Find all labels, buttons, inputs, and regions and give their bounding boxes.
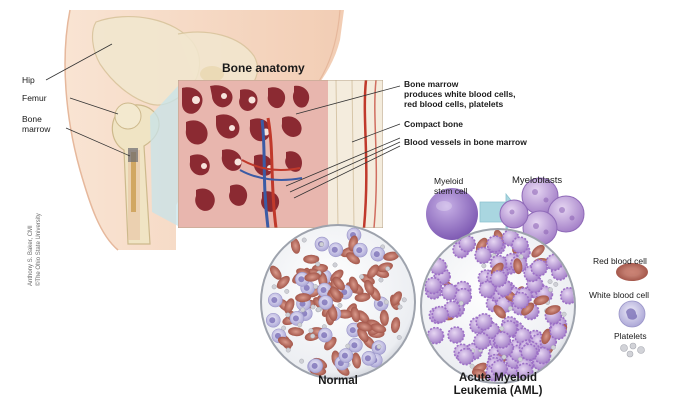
platelet (548, 279, 552, 283)
label-myeloid-stem-1: Myeloid (434, 176, 463, 186)
white-blood-cell-nucleus (320, 287, 326, 293)
label-aml-2: Leukemia (AML) (448, 385, 548, 398)
white-blood-cell-nucleus (351, 342, 357, 348)
label-bone-marrow-1: Bone (22, 114, 42, 124)
myeloblast (494, 332, 510, 348)
platelet (338, 303, 342, 307)
myeloblast (432, 307, 448, 323)
platelet (379, 278, 383, 282)
myeloblast (512, 237, 528, 253)
platelet (281, 326, 285, 330)
white-blood-cell-nucleus (312, 363, 318, 369)
myeloblast (491, 271, 507, 287)
white-blood-cell-nucleus (356, 247, 362, 253)
white-blood-cell-nucleus (342, 353, 348, 359)
platelet (459, 301, 463, 305)
label-femur: Femur (22, 93, 47, 103)
myeloblast (474, 333, 490, 349)
platelet (316, 307, 320, 311)
platelet (310, 334, 314, 338)
platelet (316, 262, 320, 266)
label-marrow-produces-1: Bone marrow (404, 79, 458, 89)
platelet (319, 242, 323, 246)
platelet (313, 284, 317, 288)
bone-anatomy-title: Bone anatomy (222, 63, 305, 73)
platelet (500, 326, 504, 330)
label-blood-vessels: Blood vessels in bone marrow (404, 137, 527, 147)
aml-blood-dish (420, 228, 577, 384)
platelet (301, 308, 305, 312)
platelet (519, 255, 523, 259)
myeloblast (458, 349, 474, 365)
label-aml-1: Acute Myeloid (448, 372, 548, 385)
myeloblast (425, 278, 441, 294)
platelet (551, 345, 555, 349)
platelet (518, 357, 522, 361)
platelet (272, 285, 276, 289)
platelet (302, 238, 306, 242)
label-compact-bone: Compact bone (404, 119, 463, 129)
platelet (554, 282, 558, 286)
label-normal: Normal (308, 375, 368, 388)
platelet (384, 300, 388, 304)
platelet (377, 344, 381, 348)
platelet (508, 306, 512, 310)
platelet (285, 289, 289, 293)
myeloblast (550, 323, 566, 339)
white-blood-cell-nucleus (322, 299, 328, 305)
myeloblast (448, 327, 464, 343)
myeloblast (521, 344, 537, 360)
bone-anatomy-panel (178, 80, 383, 228)
platelet (299, 359, 303, 363)
platelet (386, 266, 390, 270)
white-blood-cell-nucleus (365, 355, 371, 361)
myeloblast (546, 254, 562, 270)
label-white-blood-cell: White blood cell (589, 290, 649, 300)
myeloblast (487, 236, 503, 252)
myeloblast (531, 260, 547, 276)
label-myeloblasts: Myeloblasts (512, 176, 562, 186)
platelet (286, 313, 290, 317)
label-marrow-produces-2: produces white blood cells, (404, 89, 515, 99)
myeloblast (513, 293, 529, 309)
label-red-blood-cell: Red blood cell (593, 256, 647, 266)
legend-platelets (621, 343, 645, 357)
normal-blood-dish (260, 224, 416, 380)
white-blood-cell-nucleus (293, 315, 299, 321)
platelet (482, 264, 486, 268)
platelet (309, 328, 313, 332)
platelet (397, 335, 401, 339)
platelet (502, 355, 506, 359)
myeloblast (442, 284, 458, 300)
platelet (398, 305, 402, 309)
white-blood-cell-nucleus (269, 317, 275, 323)
label-bone-marrow-2: marrow (22, 124, 50, 134)
white-blood-cell-nucleus (271, 297, 277, 303)
platelet (562, 312, 566, 316)
platelet (346, 344, 350, 348)
white-blood-cell-nucleus (374, 251, 380, 257)
white-blood-cell-nucleus (350, 327, 356, 333)
white-blood-cell-nucleus (321, 332, 327, 338)
credit-line-1: Anthony S. Baker, CMI (28, 225, 35, 286)
label-hip: Hip (22, 75, 35, 85)
platelet (359, 275, 363, 279)
white-blood-cell-nucleus (332, 247, 338, 253)
platelet (286, 348, 290, 352)
platelet (311, 305, 315, 309)
myeloblast (476, 314, 492, 330)
platelet (298, 323, 302, 327)
platelet (333, 263, 337, 267)
label-platelets: Platelets (614, 331, 647, 341)
platelet (402, 298, 406, 302)
label-marrow-produces-3: red blood cells, platelets (404, 99, 503, 109)
platelet (548, 287, 552, 291)
label-myeloid-stem-2: stem cell (434, 186, 468, 196)
credit-line-2: ©The Ohio State University (36, 213, 43, 286)
white-blood-cell-nucleus (298, 276, 304, 282)
white-blood-cell-nucleus (377, 301, 383, 307)
legend-white-blood-cell (619, 301, 645, 327)
